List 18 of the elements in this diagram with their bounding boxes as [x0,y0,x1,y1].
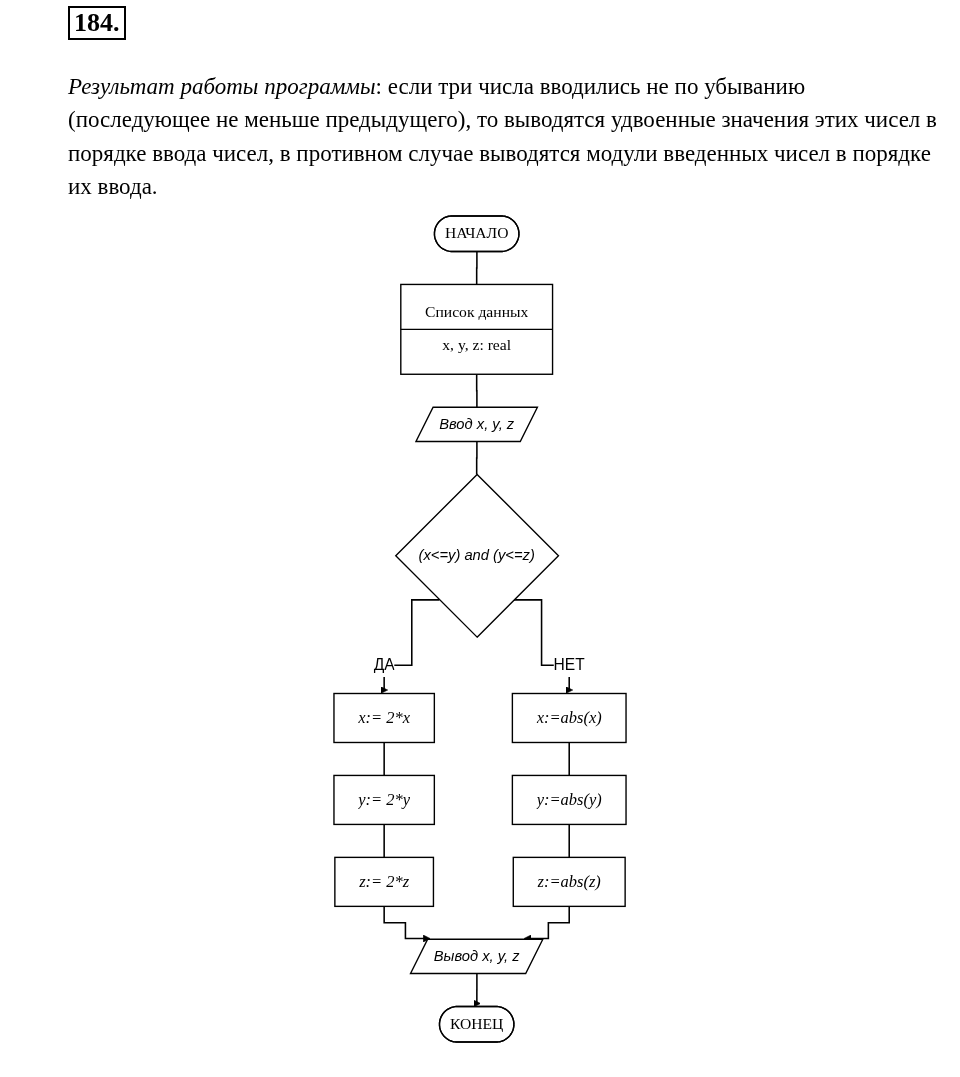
connector [475,251,478,286]
node-box: x:=abs(x) [511,693,627,744]
description-paragraph: Результат работы программы: если три числа вводились не по убыванию (последующее не меньше предыдущего), то выводятся удвоенные значения этих чисел в порядке ввода чисел, в противном случае выводятся модули введенных чисел в порядке их ввода. [68,72,938,201]
arrow [383,905,431,943]
connector [568,741,570,777]
task-number: 184. [68,6,126,40]
connector [475,441,478,476]
edge-label: НЕТ [553,656,585,674]
connector [383,823,385,859]
connector [568,823,570,859]
arrow [473,973,481,1008]
node-box: z:=abs(z) [512,856,626,908]
connector [383,741,385,777]
edge-label: ДА [373,656,395,674]
node-box: z:= 2*z [334,856,435,908]
node-diamond: (x<=y) and (y<=z) [394,473,560,639]
node-box: x:= 2*x [333,693,436,744]
arrow [380,599,441,695]
